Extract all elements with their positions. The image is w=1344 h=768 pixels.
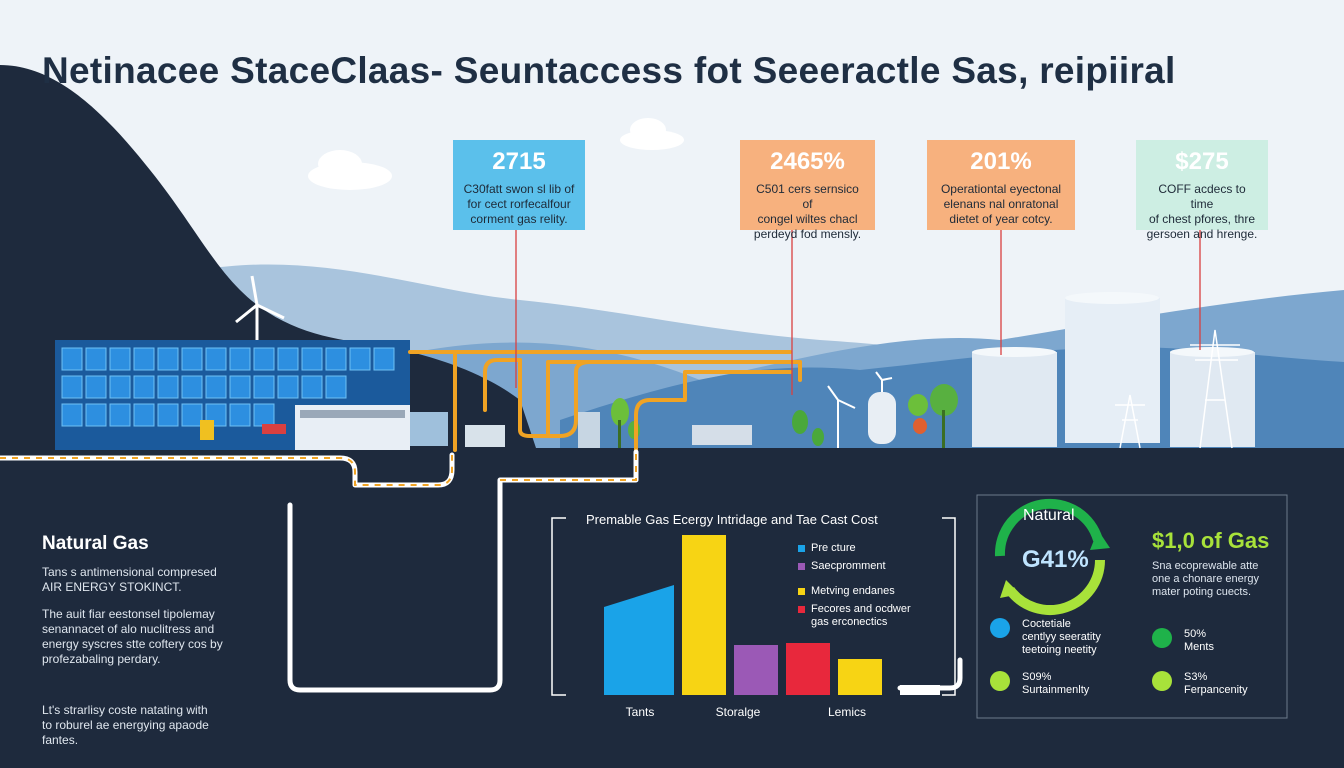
- panel-footer: Lt's strarlisy coste natating with to ro…: [42, 703, 209, 747]
- recycle-ring-icon: [994, 498, 1110, 615]
- callout-value: 2465%: [770, 148, 845, 175]
- metric-item: S3% Ferpancenity: [1152, 671, 1248, 697]
- panel-heading: Natural Gas: [42, 533, 149, 554]
- wind-turbine-icon: [235, 275, 285, 340]
- legend-item: Pre cture: [798, 542, 911, 555]
- chart-legend: Pre cture Saecpromment Metving endanes F…: [798, 542, 911, 634]
- chart-bar: [786, 643, 830, 695]
- x-axis-label: Storalge: [715, 705, 761, 719]
- legend-swatch: [798, 606, 805, 613]
- callout-box-4: $275 COFF acdecs to time of chest pfores…: [1136, 140, 1268, 241]
- callout-value: $275: [1175, 148, 1229, 175]
- callout-box-1: 2715 C30fatt swon sl lib of for cect ror…: [453, 140, 585, 230]
- gas-price: $1,0 of Gas: [1152, 528, 1270, 553]
- metric-item: S09% Surtainmenlty: [990, 671, 1089, 697]
- underground-pipe-stripe: [0, 452, 637, 486]
- factory-building: [55, 340, 410, 450]
- stats-panel-border: [976, 494, 1288, 719]
- chart-bar: [734, 645, 778, 695]
- chart-bar: [838, 659, 882, 695]
- metric-text: 50% Ments: [1184, 628, 1214, 653]
- metric-dot: [990, 671, 1010, 691]
- callout-value: 2715: [492, 148, 546, 175]
- legend-item: Saecpromment: [798, 560, 911, 573]
- legend-swatch: [798, 563, 805, 570]
- chart-bar: [604, 585, 674, 695]
- callout-box-3: 201% Operationtal eyectonal elenans nal …: [927, 140, 1075, 230]
- gas-description: Sna ecoprewable atte one a chonare energ…: [1152, 560, 1260, 598]
- legend-item: Fecores and ocdwer gas erconectics: [798, 603, 911, 629]
- legend-label: Saecpromment: [811, 560, 886, 572]
- metric-text: Coctetiale centlyy seeratity teetoing ne…: [1022, 618, 1101, 656]
- panel-body: The auit fiar eestonsel tipolemay senann…: [42, 607, 223, 666]
- ring-value: G41%: [1022, 546, 1089, 573]
- panel-intro: Tans s antimensional compresed AIR ENERG…: [42, 565, 217, 594]
- metric-text: S09% Surtainmenlty: [1022, 671, 1090, 696]
- metric-dot: [1152, 671, 1172, 691]
- legend-label: Fecores and ocdwer gas erconectics: [811, 603, 911, 628]
- metric-item: 50% Ments: [1152, 628, 1214, 654]
- ring-label: Natural: [1023, 507, 1075, 524]
- metric-dot: [990, 618, 1010, 638]
- metric-item: Coctetiale centlyy seeratity teetoing ne…: [990, 618, 1101, 657]
- power-pylon-icon: [1115, 329, 1240, 449]
- chart-bar: [682, 535, 726, 695]
- legend-swatch: [798, 545, 805, 552]
- legend-label: Metving endanes: [811, 585, 895, 597]
- callout-text: COFF acdecs to time of chest pfores, thr…: [1146, 182, 1258, 241]
- callout-box-2: 2465% C501 cers sernsico of congel wilte…: [740, 140, 875, 241]
- x-axis-label: Tants: [625, 705, 655, 719]
- small-tank: [868, 392, 896, 444]
- callout-text: C30fatt swon sl lib of for cect rorfecal…: [463, 182, 575, 226]
- chart-frame: [551, 517, 956, 696]
- natural-gas-panel: Natural Gas Tans s antimensional compres…: [42, 533, 262, 748]
- legend-swatch: [798, 588, 805, 595]
- pump-station: [410, 412, 752, 448]
- x-axis-label: Lemics: [827, 705, 866, 719]
- metric-text: S3% Ferpancenity: [1184, 671, 1248, 696]
- page-title: Netinacee StaceClaas- Seuntaccess fot Se…: [42, 50, 1176, 91]
- callout-text: Operationtal eyectonal elenans nal onrat…: [940, 182, 1062, 226]
- chart-title: Premable Gas Ecergy Intridage and Tae Ca…: [586, 512, 878, 527]
- metric-dot: [1152, 628, 1172, 648]
- legend-label: Pre cture: [811, 542, 856, 554]
- callout-value: 201%: [970, 148, 1032, 175]
- gas-pipeline: [408, 350, 802, 452]
- bar-chart-bars: [604, 535, 940, 695]
- callout-text: C501 cers sernsico of congel wiltes chac…: [753, 182, 862, 241]
- chart-bar: [900, 685, 940, 695]
- wind-turbine-icon: [827, 371, 893, 448]
- legend-item: Metving endanes: [798, 585, 911, 598]
- callout-leader-lines: [515, 230, 1201, 395]
- tree-icon: [611, 384, 958, 448]
